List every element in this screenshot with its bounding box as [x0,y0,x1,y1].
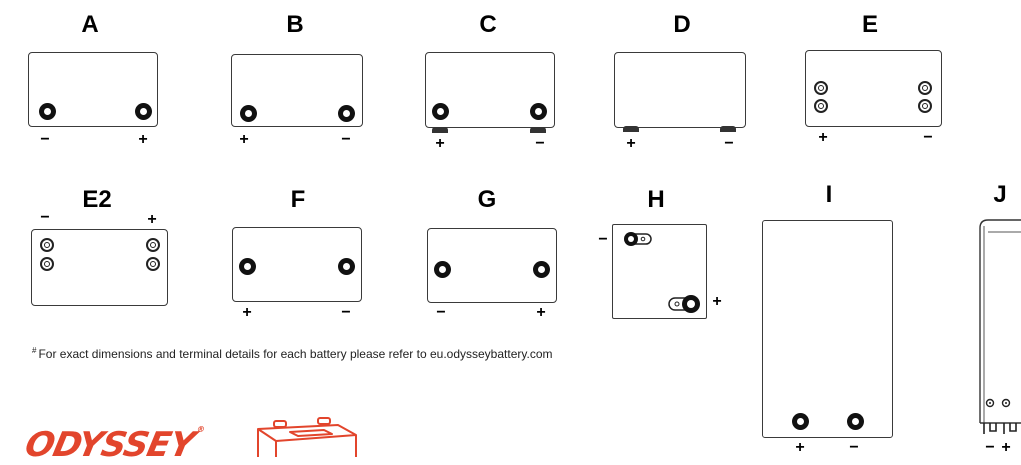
battery-d-label: D [673,11,691,38]
battery-d-diagram [614,52,746,128]
footnote-text: For exact dimensions and terminal detail… [38,347,553,361]
battery-h-terminals [624,232,700,313]
battery-e2-right-polarity: + [147,211,157,228]
battery-f-left-polarity: + [242,304,252,321]
battery-f-terminal-left [239,258,256,275]
logo-text: ODYSSEY [21,425,198,465]
battery-e2-terminal-left-upper [40,238,54,252]
battery-i-right-polarity: − [849,439,859,456]
battery-b-label: B [286,11,304,38]
battery-outline-icon [257,417,357,457]
battery-e2-left-polarity: − [40,209,50,226]
battery-j-terminal-right [1001,398,1011,408]
battery-g-terminal-left [434,261,451,278]
footnote: #For exact dimensions and terminal detai… [32,346,552,361]
battery-d-lug-right [720,126,736,132]
battery-e2-diagram [31,229,168,306]
battery-c-lug-left [432,127,448,133]
battery-e-right-polarity: − [923,129,933,146]
battery-i-left-polarity: + [795,439,805,456]
battery-e-label: E [861,11,878,38]
battery-g-terminal-right [533,261,550,278]
footnote-mark: # [32,346,37,355]
battery-a-diagram [28,52,158,127]
battery-a-terminal-right [135,103,152,120]
battery-h-label: H [647,186,665,213]
battery-e-diagram [805,50,942,127]
battery-b-terminal-left [240,105,257,122]
battery-a-left-polarity: − [40,131,50,148]
battery-h-diagram [612,224,707,319]
battery-f-label: F [290,186,306,213]
battery-c-diagram [425,52,555,128]
battery-b-left-polarity: + [239,131,249,148]
battery-i-label: I [825,181,833,208]
battery-i-diagram [762,220,893,438]
battery-f-right-polarity: − [341,304,351,321]
battery-g-right-polarity: + [536,304,546,321]
battery-c-terminal-left [432,103,449,120]
battery-e2-terminal-left-lower [40,257,54,271]
battery-g-label: G [477,186,497,213]
battery-e-terminal-left-upper [814,81,828,95]
battery-a-label: A [81,11,99,38]
battery-j-diagram [979,219,1021,434]
battery-j-label: J [993,181,1007,208]
battery-d-left-polarity: + [626,135,636,152]
odyssey-logo: ODYSSEY® [21,425,204,465]
logo-registered-mark: ® [195,425,205,434]
battery-d-lug-left [623,126,639,132]
battery-h-right-polarity: + [712,293,722,310]
battery-i-terminal-left [792,413,809,430]
battery-e2-terminal-right-lower [146,257,160,271]
battery-g-left-polarity: − [436,304,446,321]
battery-d-right-polarity: − [724,135,734,152]
battery-h-left-polarity: − [598,231,608,248]
battery-c-terminal-right [530,103,547,120]
battery-c-lug-right [530,127,546,133]
battery-e-terminal-right-lower [918,99,932,113]
battery-e-left-polarity: + [818,129,828,146]
battery-e2-label: E2 [82,186,112,213]
battery-e-terminal-right-upper [918,81,932,95]
battery-i-terminal-right [847,413,864,430]
battery-c-right-polarity: − [535,135,545,152]
battery-f-diagram [232,227,362,302]
battery-a-terminal-left [39,103,56,120]
battery-e2-terminal-right-upper [146,238,160,252]
battery-b-right-polarity: − [341,131,351,148]
battery-e-terminal-left-lower [814,99,828,113]
battery-f-terminal-right [338,258,355,275]
battery-b-terminal-right [338,105,355,122]
battery-g-diagram [427,228,557,303]
battery-j-right-polarity: + [1001,439,1011,456]
battery-c-left-polarity: + [435,135,445,152]
battery-j-terminal-left [985,398,995,408]
battery-c-label: C [479,11,497,38]
battery-b-diagram [231,54,363,127]
battery-j-left-polarity: − [985,439,995,456]
battery-a-right-polarity: + [138,131,148,148]
